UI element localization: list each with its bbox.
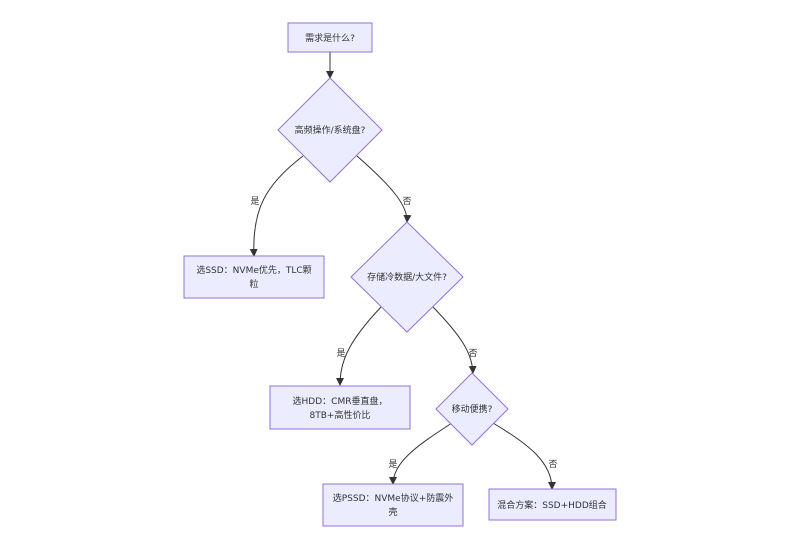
- node-q-cold: 存储冷数据/大文件?: [350, 221, 464, 333]
- node-q-cold-diamond: [350, 221, 464, 333]
- node-q-high-freq-diamond: [277, 77, 383, 183]
- node-ans-ssd-line1: 选SSD：NVMe优先，TLC颗: [196, 264, 311, 276]
- node-ans-pssd-line2: 壳: [388, 506, 397, 518]
- node-ans-pssd: 选PSSD：NVMe协议+防震外 壳: [322, 483, 464, 527]
- node-ans-hdd-box: [269, 385, 411, 430]
- node-ans-ssd-box: [183, 255, 325, 299]
- node-ans-mix: 混合方案：SSD+HDD组合: [488, 488, 617, 521]
- edge-q2-no: [432, 306, 477, 374]
- node-start-label: 需求是什么?: [305, 32, 355, 44]
- edge-label-yes-3: 是: [388, 459, 397, 470]
- node-q-mobile: 移动便携?: [435, 372, 509, 446]
- edge-label-no-3: 否: [548, 459, 557, 470]
- edges: [249, 52, 556, 490]
- nodes: 需求是什么? 高频操作/系统盘? 选SSD：NVMe优先，TLC颗 粒 存储冷数…: [183, 22, 617, 527]
- node-ans-hdd-line1: 选HDD：CMR垂直盘，: [293, 395, 388, 407]
- edge-q3-yes: [389, 422, 453, 485]
- edge-label-yes-2: 是: [336, 348, 345, 359]
- node-ans-ssd: 选SSD：NVMe优先，TLC颗 粒: [183, 255, 325, 299]
- node-ans-mix-label: 混合方案：SSD+HDD组合: [497, 499, 607, 511]
- node-ans-pssd-line1: 选PSSD：NVMe协议+防震外: [333, 492, 454, 504]
- node-ans-hdd: 选HDD：CMR垂直盘， 8TB+高性价比: [269, 385, 411, 430]
- node-q-high-freq-label: 高频操作/系统盘?: [295, 124, 366, 136]
- node-start-box: [287, 22, 373, 53]
- node-ans-hdd-line2: 8TB+高性价比: [310, 409, 371, 421]
- edge-label-no-2: 否: [468, 348, 477, 359]
- node-q-mobile-label: 移动便携?: [452, 403, 493, 415]
- node-ans-pssd-box: [322, 483, 464, 527]
- edge-q1-yes: [249, 155, 304, 257]
- edge-q3-no: [492, 422, 556, 490]
- edge-q2-yes: [336, 306, 382, 386]
- edge-labels: 是 否 是 否 是 否: [250, 196, 557, 470]
- node-ans-mix-box: [488, 488, 617, 521]
- edge-label-yes-1: 是: [250, 196, 259, 207]
- node-q-cold-label: 存储冷数据/大文件?: [367, 271, 447, 283]
- node-ans-ssd-line2: 粒: [249, 278, 258, 290]
- node-start: 需求是什么?: [287, 22, 373, 53]
- node-q-high-freq: 高频操作/系统盘?: [277, 77, 383, 183]
- node-q-mobile-diamond: [435, 372, 509, 446]
- edge-label-no-1: 否: [402, 196, 411, 207]
- edge-q1-no: [356, 155, 412, 223]
